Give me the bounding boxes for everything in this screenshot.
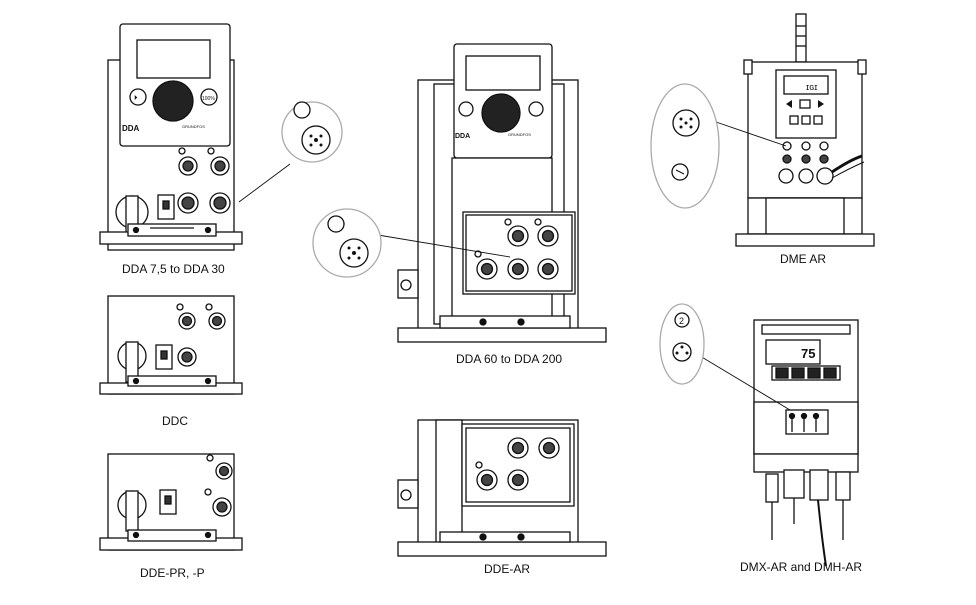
dme-ar-callout — [650, 83, 787, 209]
brand-logo-text: GRUNDFOS — [508, 132, 531, 137]
callout-number: 2 — [679, 316, 684, 326]
caption-dde-ar: DDE-AR — [484, 562, 531, 576]
dda-small-pump: ⏵ 100% DDA GRUNDFOS — [99, 23, 243, 251]
percent-button — [200, 88, 218, 106]
play-pause-button — [129, 88, 147, 106]
percent-button-label: 100% — [202, 96, 215, 102]
dda-large-callout — [312, 208, 511, 278]
ddc-pump — [99, 295, 243, 395]
brand-logo-text: GRUNDFOS — [182, 124, 205, 129]
caption-dmx-ar: DMX-AR and DMH-AR — [740, 560, 863, 574]
svg-text:ɪɢɪ: ɪɢɪ — [806, 82, 817, 92]
caption-dda-large: DDA 60 to DDA 200 — [456, 352, 563, 366]
dda-logo-text: DDA — [122, 124, 140, 133]
dmx-display-value: 75 — [801, 346, 815, 361]
caption-dda-small: DDA 7,5 to DDA 30 — [122, 262, 225, 276]
control-wheel — [481, 93, 521, 133]
dda-large-pump: DDA GRUNDFOS — [397, 43, 607, 343]
caption-dde: DDE-PR, -P — [140, 566, 205, 580]
caption-dme-ar: DME AR — [780, 252, 827, 266]
dmx-ar-callout: 2 — [659, 303, 791, 411]
dda-logo-text: DDA — [455, 133, 470, 140]
dmx-ar-pump: 75 — [753, 319, 859, 567]
dme-ar-pump: ɪɢɪ — [735, 13, 875, 247]
caption-ddc: DDC — [162, 414, 188, 428]
control-wheel — [152, 80, 194, 122]
dde-pump — [99, 453, 243, 551]
svg-text:⏵: ⏵ — [134, 95, 138, 102]
dda-small-callout — [238, 101, 343, 203]
dde-ar-pump — [397, 419, 607, 557]
